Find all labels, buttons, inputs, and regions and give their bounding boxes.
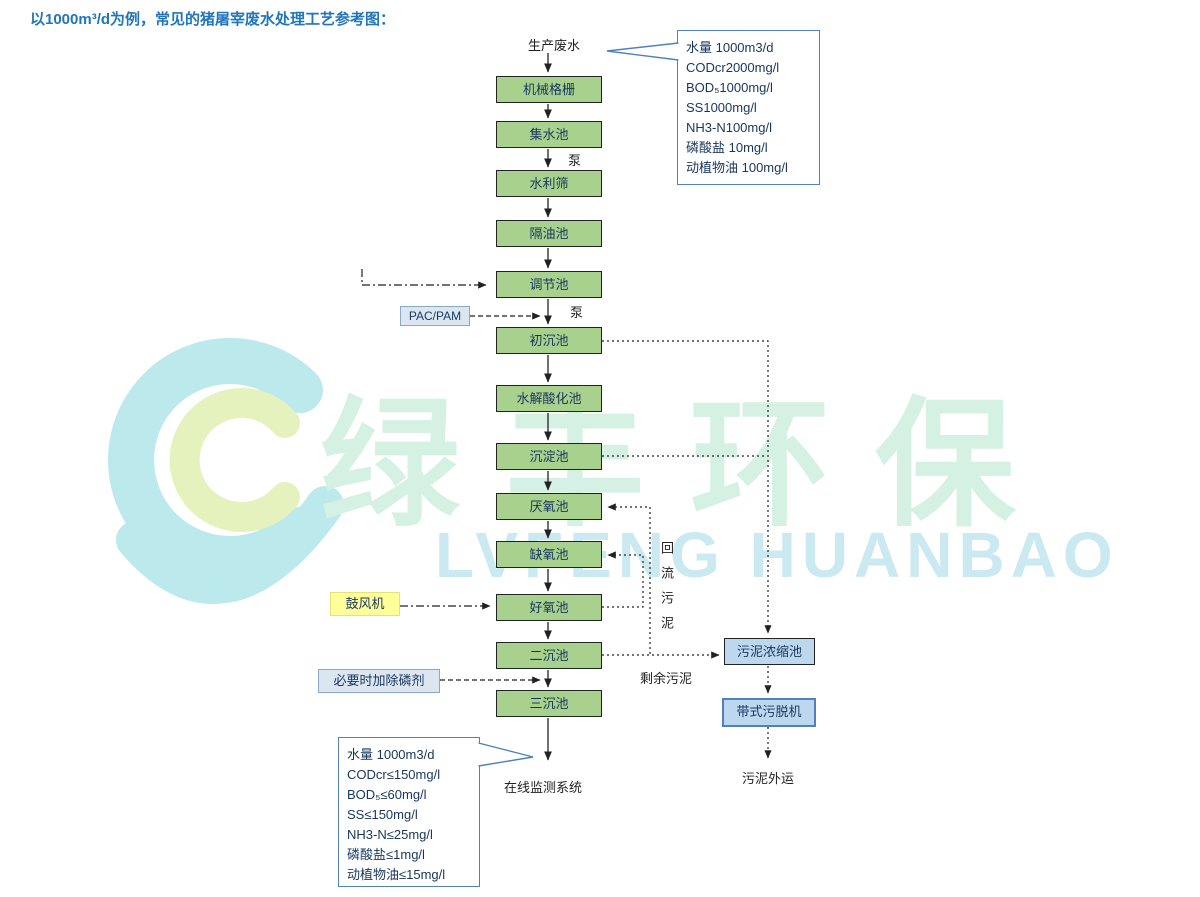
- node-anaerobic-tank: 厌氧池: [496, 493, 602, 520]
- influent-line: BOD₅1000mg/l: [686, 80, 773, 95]
- effluent-parameters-callout: 水量 1000m3/d CODcr≤150mg/l BOD₅≤60mg/l SS…: [338, 737, 480, 887]
- influent-line: 动植物油 100mg/l: [686, 160, 788, 175]
- influent-line: 水量 1000m3/d: [686, 40, 774, 55]
- node-primary-settling-tank: 初沉池: [496, 327, 602, 354]
- node-secondary-settling-tank: 二沉池: [496, 642, 602, 669]
- effluent-line: 水量 1000m3/d: [347, 747, 435, 762]
- source-label: 生产废水: [528, 38, 581, 53]
- pump-label-1: 泵: [568, 153, 582, 168]
- influent-line: 磷酸盐 10mg/l: [686, 140, 768, 155]
- node-hydraulic-sieve: 水利筛: [496, 170, 602, 197]
- influent-line: CODcr2000mg/l: [686, 60, 780, 75]
- node-collection-tank: 集水池: [496, 121, 602, 148]
- page-title: 以1000m³/d为例，常见的猪屠宰废水处理工艺参考图：: [30, 11, 396, 28]
- node-tertiary-settling-tank: 三沉池: [496, 690, 602, 717]
- blower-box: 鼓风机: [330, 592, 400, 616]
- effluent-line: SS≤150mg/l: [347, 807, 418, 822]
- influent-parameters-callout: 水量 1000m3/d CODcr2000mg/l BOD₅1000mg/l S…: [677, 30, 820, 185]
- excess-sludge-label: 剩余污泥: [640, 671, 693, 686]
- pac-pam-box: PAC/PAM: [400, 306, 470, 326]
- effluent-line: 动植物油≤15mg/l: [347, 867, 446, 882]
- node-mechanical-screen: 机械格栅: [496, 76, 602, 103]
- outlet-label: 在线监测系统: [504, 780, 583, 795]
- return-sludge-label: 回流污泥: [659, 541, 674, 641]
- sludge-haul-label: 污泥外运: [742, 771, 795, 786]
- effluent-line: NH3-N≤25mg/l: [347, 827, 433, 842]
- node-oil-separator: 隔油池: [496, 220, 602, 247]
- node-hydrolysis-acidification: 水解酸化池: [496, 385, 602, 412]
- sludge-thickener-box: 污泥浓缩池: [724, 638, 815, 665]
- node-equalization-tank: 调节池: [496, 271, 602, 298]
- effluent-line: 磷酸盐≤1mg/l: [347, 847, 425, 862]
- phosphorus-dosing-box: 必要时加除磷剂: [318, 669, 440, 693]
- node-aerobic-tank: 好氧池: [496, 594, 602, 621]
- belt-press-box: 带式污脱机: [722, 698, 816, 727]
- node-sedimentation-tank: 沉淀池: [496, 443, 602, 470]
- pump-label-2: 泵: [570, 305, 584, 320]
- influent-line: SS1000mg/l: [686, 100, 757, 115]
- effluent-line: BOD₅≤60mg/l: [347, 787, 427, 802]
- node-anoxic-tank: 缺氧池: [496, 541, 602, 568]
- influent-line: NH3-N100mg/l: [686, 120, 772, 135]
- effluent-line: CODcr≤150mg/l: [347, 767, 441, 782]
